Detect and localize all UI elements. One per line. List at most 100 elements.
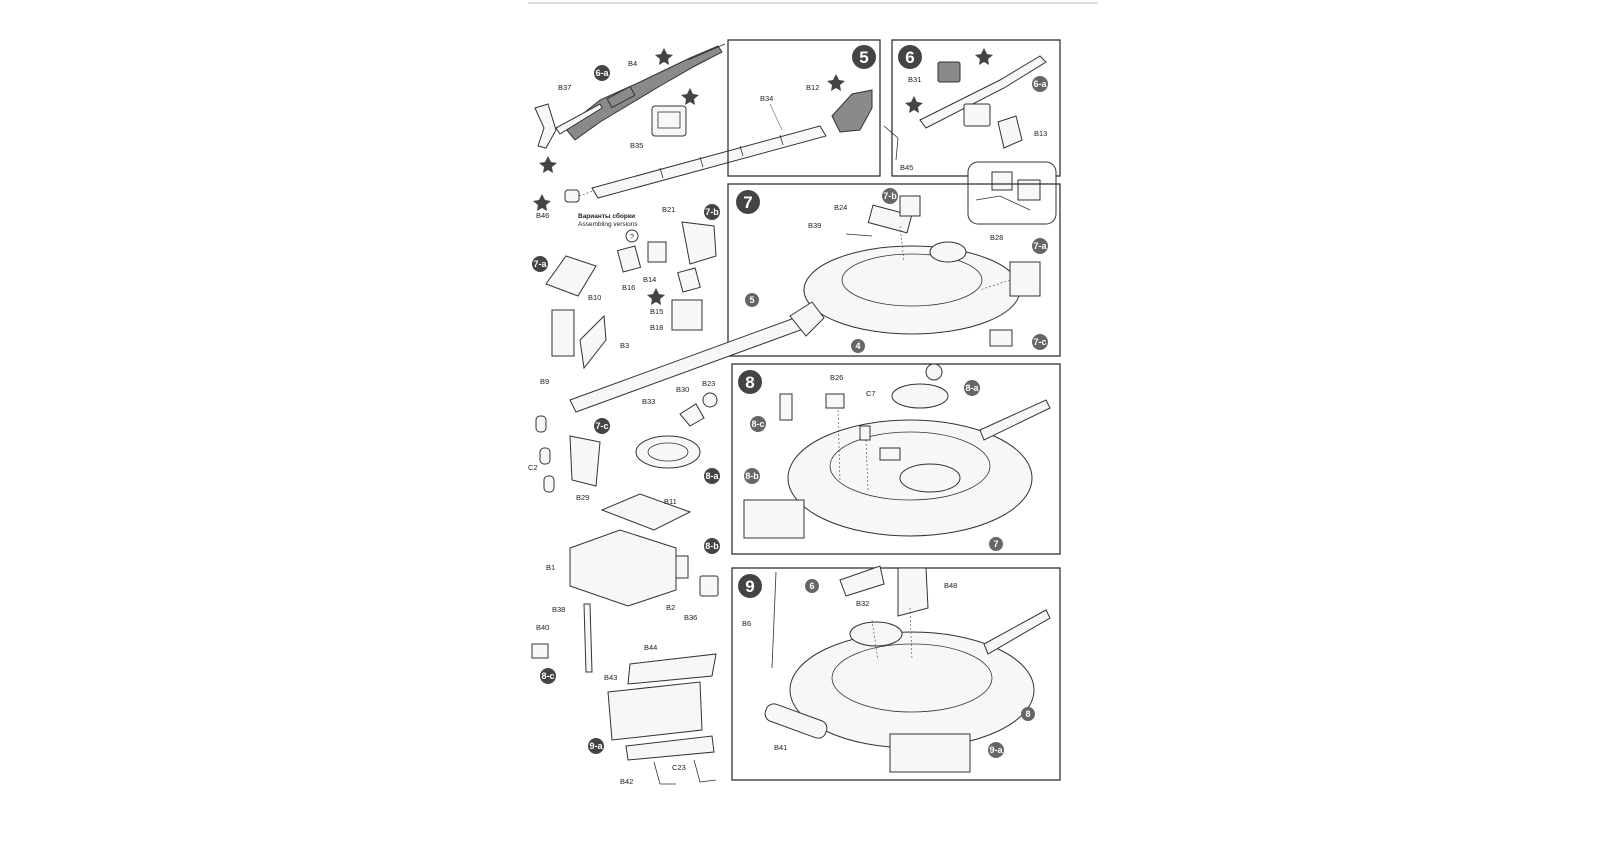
label-base: B42 <box>620 777 633 786</box>
label-mantlet: B12 <box>806 83 819 92</box>
sub-ref-7c-badge <box>1032 334 1048 350</box>
step-7-badge <box>736 190 760 214</box>
stock-bar <box>555 103 603 135</box>
label-cover: B21 <box>662 205 675 214</box>
handle-part <box>693 759 717 783</box>
label-canisters: C2 <box>528 463 538 472</box>
step-9-storage-box <box>889 733 971 773</box>
barrel-ring <box>739 145 744 157</box>
badge-8a-text: 8-a <box>705 471 719 481</box>
step-9-badge <box>738 574 762 598</box>
grille-part <box>677 267 701 293</box>
badge-6a-text: 6-a <box>595 68 609 78</box>
sub-ref-9a-badge <box>988 742 1004 758</box>
assembly-guide-line <box>909 607 913 661</box>
step-8-lens <box>925 363 943 381</box>
step-7-turret-ref: 4 <box>855 341 860 351</box>
sub-ref-6a: 6-a <box>1033 79 1047 89</box>
frame-part <box>647 241 667 263</box>
label-ammo-box: B35 <box>630 141 643 150</box>
label-top: B11 <box>664 497 677 506</box>
label-tube: B41 <box>774 743 787 752</box>
badge-8c-text: 8-c <box>541 671 554 681</box>
periscope-part <box>679 403 705 427</box>
label-handles: C23 <box>672 763 686 772</box>
label-rail: B39 <box>808 221 821 230</box>
label-lid: B10 <box>588 293 601 302</box>
label-machine-gun: B4 <box>628 59 637 68</box>
end-part <box>675 555 689 579</box>
sub-ref-8c-badge <box>750 416 766 432</box>
step-5-number: 5 <box>859 48 868 67</box>
label-mount: B40 <box>536 623 549 632</box>
assembly-guide-line <box>865 439 869 491</box>
badge-7b-text: 7-b <box>705 207 719 217</box>
step-6-ammo-box <box>963 103 991 127</box>
plate-part <box>616 245 642 273</box>
question-mark: ? <box>630 232 634 241</box>
canister-part <box>535 415 547 433</box>
subassembly-8a: 8-a B33 B30 B23 <box>635 379 720 484</box>
badge-7c-text: 7-c <box>595 421 608 431</box>
badge-9a <box>588 738 604 754</box>
label-rack: B29 <box>576 493 589 502</box>
inset-arm <box>975 195 1031 211</box>
step-8-badge <box>738 370 762 394</box>
paint-ref-3: 25 <box>560 156 570 166</box>
ring-inner <box>647 442 689 462</box>
badge-9a-text: 9-a <box>589 741 603 751</box>
assembly-guide-line <box>871 619 879 661</box>
ammo-box-lid <box>657 111 681 129</box>
label-grille: B15 <box>650 307 663 316</box>
label-grip: B26 <box>830 373 843 382</box>
badge-7b <box>704 204 720 220</box>
lid-part <box>545 255 597 297</box>
label-shield: B48 <box>944 581 957 590</box>
label-base: B18 <box>650 323 663 332</box>
ref-6-badge <box>805 579 819 593</box>
tube-part <box>764 703 828 739</box>
label-antenna-base: B38 <box>552 605 565 614</box>
step-9-turret-ref: 8 <box>1025 709 1030 719</box>
label-lid: B44 <box>644 643 657 652</box>
step-9-number: 9 <box>745 577 754 596</box>
step-8-turret-ref: 7 <box>993 539 998 549</box>
canister-part <box>539 447 551 465</box>
label-handle: B45 <box>900 163 913 172</box>
assembly-versions-title: Варианты сборки <box>578 212 635 220</box>
step-7-panel: 7 5 4 7-b 7-a 7-c B24 B39 B28 <box>569 183 1061 413</box>
lens-part <box>702 392 718 408</box>
paint-ref-7b: 8 <box>668 288 673 298</box>
label-hatch: B24 <box>834 203 847 212</box>
label-ring: B28 <box>990 233 1003 242</box>
badge-6a <box>594 65 610 81</box>
mount-part <box>531 643 549 659</box>
step-8-sub-a: 8-a <box>965 383 979 393</box>
gun-barrel-left <box>591 125 827 199</box>
badge-8b <box>704 538 720 554</box>
grip-part <box>825 393 845 409</box>
label-muzzle: B46 <box>536 211 549 220</box>
stock-part <box>534 103 557 149</box>
badge-7a-text: 7-a <box>533 259 547 269</box>
step-6-badge <box>898 45 922 69</box>
step-7-number: 7 <box>743 193 752 212</box>
step-5-badge <box>852 45 876 69</box>
turret-ring-part <box>929 241 967 263</box>
paint-star-icon <box>975 48 993 65</box>
sub-ref-7a-badge <box>1032 238 1048 254</box>
paint-ref-4: 8 <box>554 194 559 204</box>
paint-ref-1: 8 <box>676 48 681 58</box>
paint-star-icon <box>647 288 665 305</box>
step-5-panel: 5 45 B12 B34 <box>727 39 881 177</box>
paint-star-icon <box>681 88 699 105</box>
label-side: B9 <box>540 377 549 386</box>
sub-ref-8a-badge <box>964 380 980 396</box>
side-box-part <box>1009 261 1041 297</box>
label-clips: C7 <box>866 389 876 398</box>
paint-star-icon <box>905 96 923 113</box>
machine-gun-receiver <box>606 85 636 109</box>
step-8-top-ring <box>891 383 949 409</box>
step-6-number: 6 <box>905 48 914 67</box>
canister-part <box>989 329 1013 347</box>
